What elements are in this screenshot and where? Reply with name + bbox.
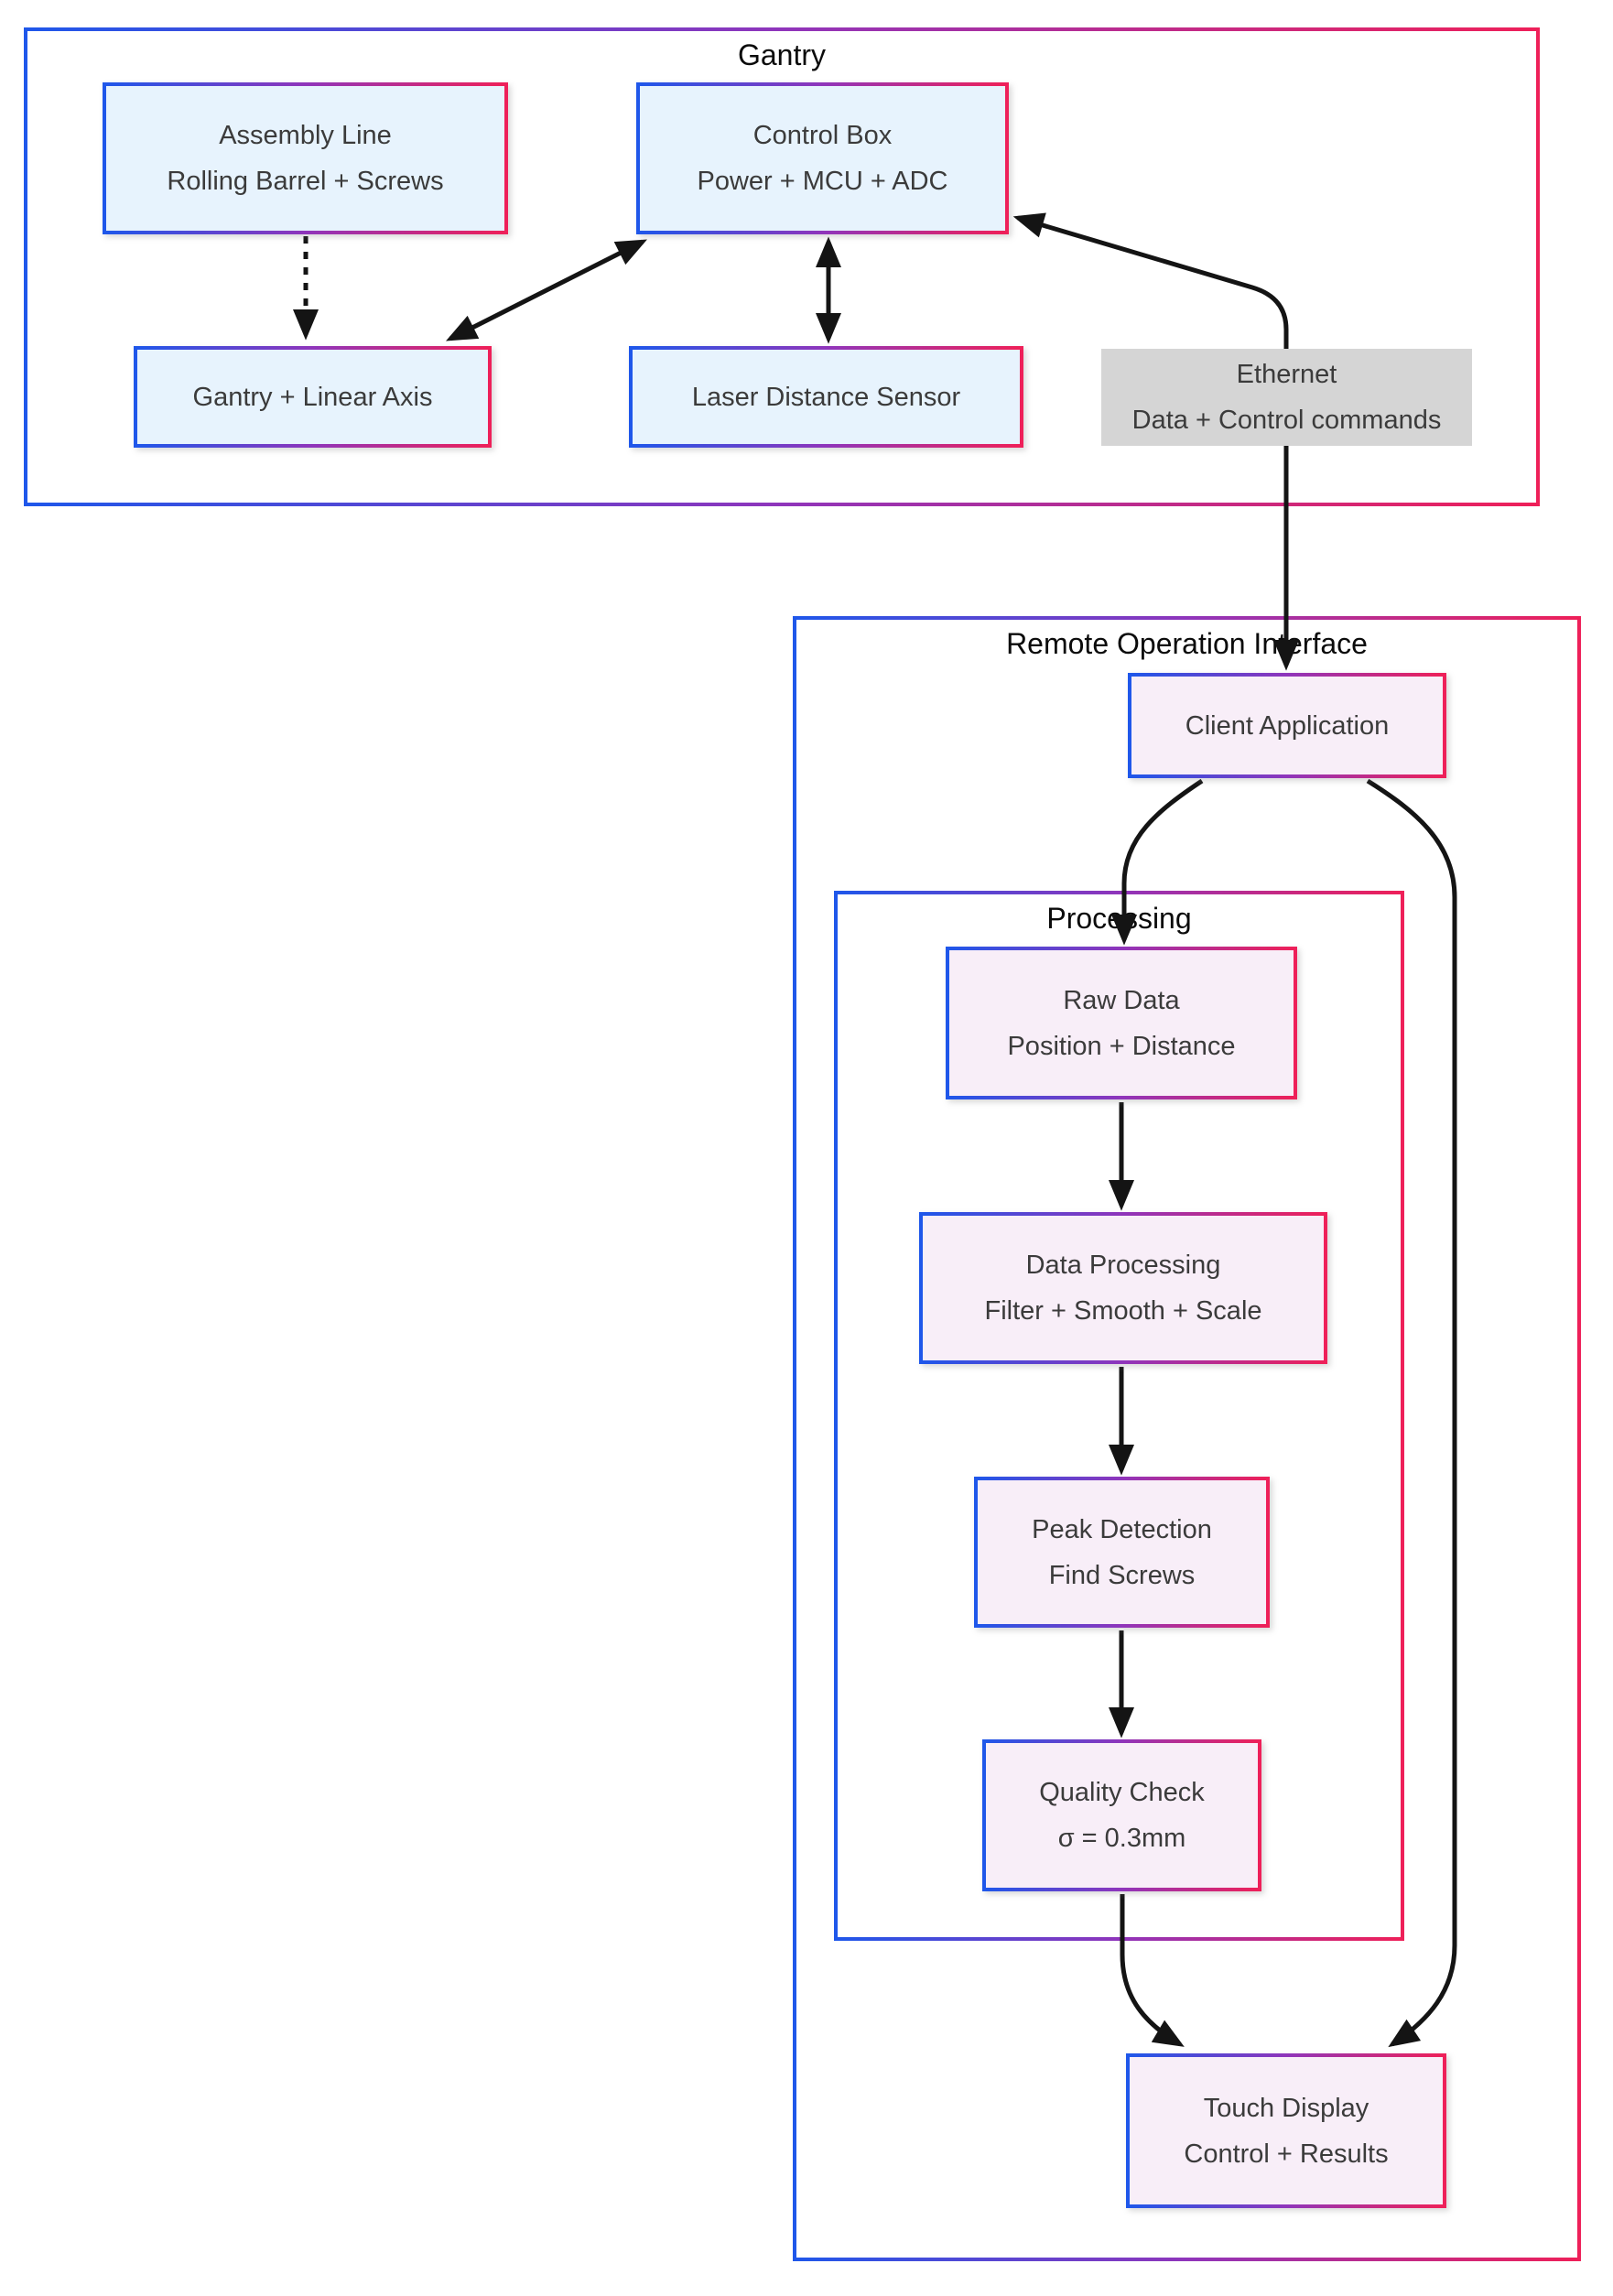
node-title: Touch Display [1203, 2093, 1369, 2123]
node-gantry-linear-axis: Gantry + Linear Axis [134, 346, 492, 448]
roi-title: Remote Operation Interface [1006, 627, 1368, 660]
node-assembly-line: Assembly Line Rolling Barrel + Screws [103, 82, 508, 234]
node-laser-distance-sensor: Laser Distance Sensor [629, 346, 1023, 448]
node-peak-detection: Peak Detection Find Screws [974, 1477, 1270, 1628]
node-title: Peak Detection [1032, 1514, 1212, 1544]
node-raw-data: Raw Data Position + Distance [946, 947, 1297, 1099]
node-subtitle: σ = 0.3mm [1057, 1824, 1186, 1853]
node-title: Laser Distance Sensor [691, 382, 961, 412]
node-title: Assembly Line [219, 121, 392, 150]
node-control-box: Control Box Power + MCU + ADC [636, 82, 1009, 234]
processing-title: Processing [1046, 902, 1192, 935]
node-title: Quality Check [1039, 1778, 1205, 1807]
ethernet-edge-label: Ethernet Data + Control commands [1101, 349, 1472, 446]
edge-label-subtitle: Data + Control commands [1131, 406, 1442, 435]
node-title: Client Application [1185, 710, 1390, 741]
node-subtitle: Find Screws [1048, 1560, 1196, 1590]
node-subtitle: Rolling Barrel + Screws [167, 167, 444, 196]
gantry-title: Gantry [737, 38, 827, 71]
node-subtitle: Power + MCU + ADC [697, 167, 948, 196]
edge-label-title: Ethernet [1236, 360, 1337, 389]
node-data-processing: Data Processing Filter + Smooth + Scale [919, 1212, 1327, 1364]
node-client-application: Client Application [1128, 673, 1446, 778]
node-title: Gantry + Linear Axis [192, 382, 433, 412]
node-title: Raw Data [1063, 985, 1180, 1015]
node-subtitle: Filter + Smooth + Scale [984, 1296, 1262, 1326]
node-touch-display: Touch Display Control + Results [1126, 2053, 1446, 2208]
node-subtitle: Control + Results [1184, 2139, 1389, 2169]
node-title: Data Processing [1025, 1251, 1221, 1280]
node-subtitle: Position + Distance [1007, 1031, 1236, 1061]
node-title: Control Box [752, 121, 893, 150]
node-quality-check: Quality Check σ = 0.3mm [982, 1739, 1261, 1891]
